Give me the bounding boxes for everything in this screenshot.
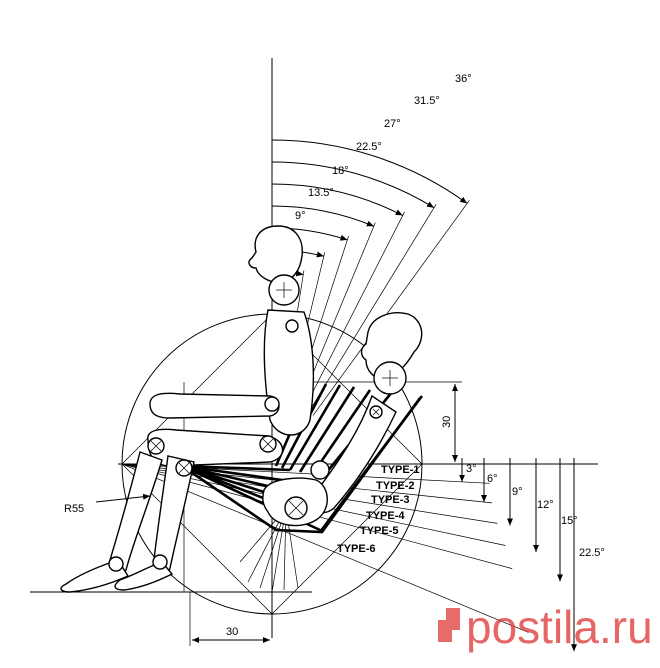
- back-angle-radial: [312, 199, 470, 416]
- seat-angle-ray: [121, 463, 529, 633]
- height-dimension: 30: [410, 381, 462, 462]
- seat-angle-label: 3°: [466, 463, 477, 475]
- back-angle-radial: [308, 204, 437, 413]
- back-angle-radial: [303, 211, 405, 410]
- watermark: postila.ru: [438, 601, 653, 653]
- back-angle-arc: [271, 161, 435, 209]
- back-angle-arc: [271, 183, 403, 216]
- joint-crosshairs: [150, 282, 398, 516]
- seat-type-label: TYPE-5: [360, 525, 399, 537]
- seat-pan-outline: [181, 397, 422, 534]
- back-angle-label: 27°: [384, 118, 401, 130]
- back-angle-label: 13.5°: [308, 187, 334, 199]
- svg-text:30: 30: [441, 416, 453, 428]
- back-angle-label: 22.5°: [356, 141, 382, 153]
- seat-angle-dimensions: [459, 458, 577, 652]
- bottom-dimension: 30: [189, 592, 270, 646]
- back-angle-arc: [271, 139, 468, 204]
- watermark-logo: [438, 608, 460, 642]
- svg-text:30: 30: [226, 626, 238, 638]
- seat-angle-label: 12°: [537, 499, 554, 511]
- seat-type-label: TYPE-4: [366, 510, 405, 522]
- seat-type-label: TYPE-2: [376, 480, 415, 492]
- back-angle-label: 9°: [295, 210, 306, 222]
- seat-angle-label: 15°: [561, 515, 578, 527]
- svg-text:R55: R55: [64, 503, 84, 515]
- back-angle-label: 36°: [455, 73, 472, 85]
- seat-type-label: TYPE-1: [381, 464, 420, 476]
- seat-type-label: TYPE-3: [371, 494, 410, 506]
- seat-type-label: TYPE-6: [337, 543, 376, 555]
- seat-angle-label: 22.5°: [579, 547, 605, 559]
- seat-type-line: [181, 464, 297, 484]
- back-angle-label: 31.5°: [414, 95, 440, 107]
- back-angle-arc: [271, 205, 374, 227]
- seat-angle-label: 6°: [487, 473, 498, 485]
- radius-dimension: R55: [64, 493, 151, 515]
- seat-type-line: [181, 464, 291, 472]
- upright-figure: [60, 225, 315, 593]
- svg-text:postila.ru: postila.ru: [466, 601, 653, 653]
- back-angle-label: 18°: [332, 165, 349, 177]
- seat-angle-label: 9°: [512, 486, 523, 498]
